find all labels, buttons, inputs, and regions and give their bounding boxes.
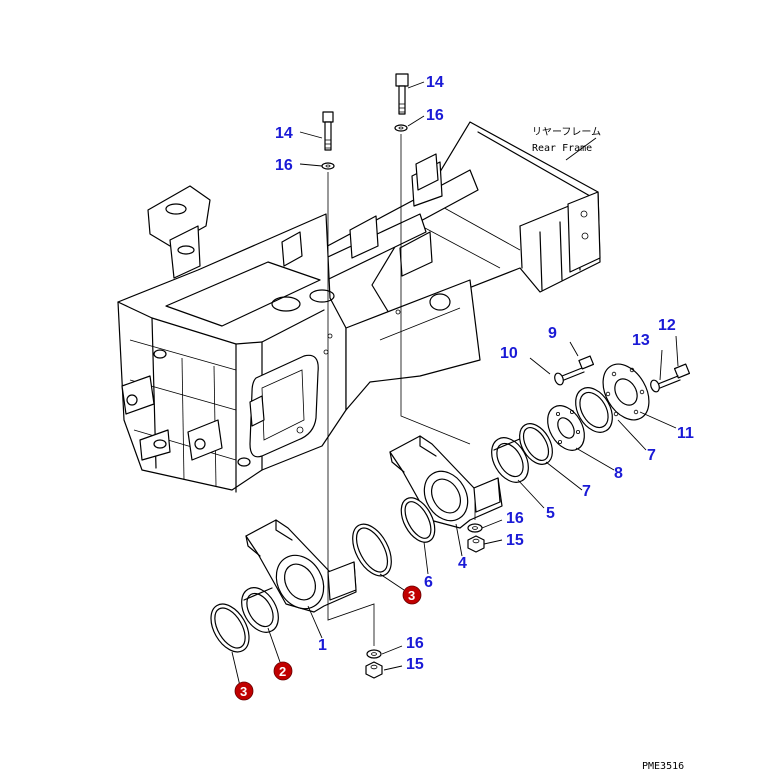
frame-label-en: Rear Frame [532, 143, 592, 154]
callout-7-lower: 7 [582, 483, 591, 500]
badge-3-upper-label: 3 [408, 588, 415, 603]
callout-8: 8 [614, 465, 623, 482]
ring-3-lower [210, 603, 250, 653]
cover-11 [602, 363, 650, 421]
bolt-14-right [395, 73, 409, 115]
rear-frame [117, 121, 601, 493]
callout-7-upper: 7 [647, 447, 656, 464]
bushing-2 [241, 587, 279, 633]
drawing-code: PME3516 [642, 761, 684, 772]
ring-7-lower [519, 423, 553, 465]
pivot-bracket-upper [389, 435, 503, 529]
callout-1: 1 [318, 637, 327, 654]
callout-16-lower-nut: 16 [406, 635, 424, 652]
ring-7-upper [575, 387, 613, 433]
badge-3-lower: 3 [234, 681, 254, 701]
callout-16-left: 16 [275, 157, 293, 174]
callout-14-right: 14 [426, 74, 444, 91]
washer-16-upper-nut [467, 523, 483, 533]
callout-6: 6 [424, 574, 433, 591]
leader-lines [231, 81, 679, 687]
callout-16-right: 16 [426, 107, 444, 124]
frame-label-jp: リヤーフレーム [532, 126, 601, 138]
frame-label: リヤーフレーム Rear Frame [532, 126, 601, 154]
nut-15-lower [365, 661, 383, 679]
callout-13: 13 [632, 332, 650, 349]
callout-9: 9 [548, 325, 557, 342]
callout-numbers: 14 16 14 16 9 10 13 12 11 7 8 7 5 16 15 … [275, 74, 694, 673]
washer-16-right [394, 124, 408, 132]
ring-3-upper [352, 523, 392, 577]
bolt-14-left [322, 111, 334, 151]
nut-15-upper [467, 535, 485, 553]
pivot-bracket-lower [245, 519, 357, 613]
callout-5: 5 [546, 505, 555, 522]
callout-14-left: 14 [275, 125, 293, 142]
badge-2-label: 2 [279, 664, 286, 679]
callout-12: 12 [658, 317, 676, 334]
bolt-9 [561, 355, 595, 381]
callout-15-lower: 15 [406, 656, 424, 673]
badge-3-lower-label: 3 [240, 684, 247, 699]
badge-3-upper: 3 [402, 585, 422, 605]
washer-13 [650, 379, 660, 393]
bolt-12 [657, 363, 691, 389]
assembly-lines [327, 134, 476, 646]
badge-2: 2 [273, 661, 293, 681]
washer-10 [554, 372, 564, 386]
washer-16-lower-nut [366, 649, 382, 659]
callout-11: 11 [677, 425, 694, 442]
callout-15-upper: 15 [506, 532, 524, 549]
callout-16-upper-nut: 16 [506, 510, 524, 527]
washer-16-left [321, 162, 335, 170]
ring-6 [400, 497, 436, 543]
callout-4: 4 [458, 555, 467, 572]
callout-10: 10 [500, 345, 518, 362]
